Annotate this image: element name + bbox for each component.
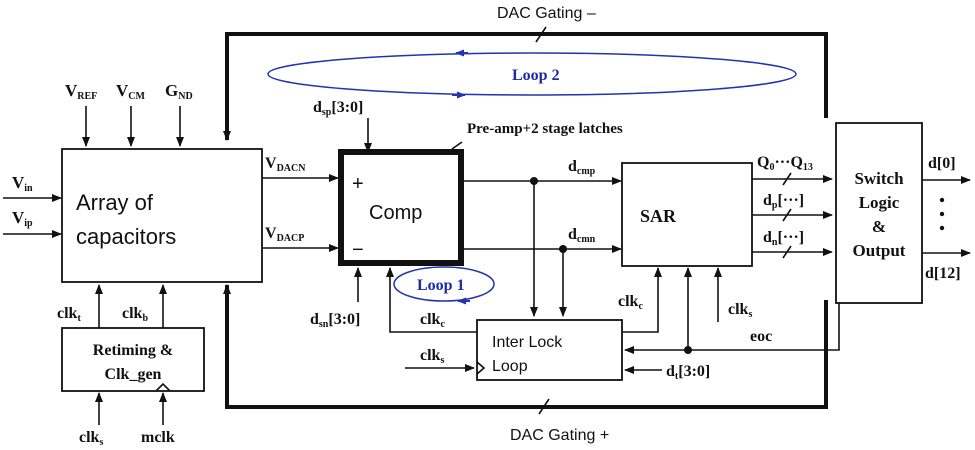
retiming-line1: Retiming &: [93, 342, 173, 359]
dac-gating-top-label: DAC Gating –: [497, 5, 596, 22]
loop-1-indicator: Loop 1: [393, 266, 495, 305]
dac-gating-bottom-label: DAC Gating +: [510, 427, 609, 444]
clkt-label: clkt: [57, 305, 81, 324]
dn-bus-label: dn[···]: [763, 229, 804, 248]
switch-line4: Output: [853, 241, 906, 260]
retiming-line2: Clk_gen: [105, 366, 162, 383]
dac-gating-bottom-path: [223, 284, 828, 415]
switch-logic-output-block: Switch Logic & Output: [835, 122, 923, 304]
clks-bottom-label: clks: [79, 429, 103, 448]
clks-interlock-wire: clks: [405, 347, 475, 372]
sar-output-buses: Q0···Q13 dp[···] dn[···]: [752, 154, 833, 259]
comparator-block: + − Comp Pre-amp+2 stage latches dsp[3:0…: [310, 99, 623, 330]
vdacp-label: VDACP: [265, 225, 304, 244]
vdacn-label: VDACN: [265, 155, 306, 174]
array-label-line1: Array of: [76, 190, 154, 215]
loop-2-indicator: Loop 2: [267, 49, 797, 99]
dsp-label: dsp[3:0]: [313, 99, 363, 118]
clkb-label: clkb: [122, 305, 148, 324]
vip-label: Vip: [12, 208, 33, 229]
gnd-label: GND: [165, 81, 193, 102]
comparator-output-wires: dcmp dcmn: [464, 158, 622, 317]
sar-label: SAR: [640, 206, 677, 226]
dsn-label: dsn[3:0]: [310, 311, 360, 330]
interlock-line1: Inter Lock: [492, 334, 563, 351]
vcm-label: VCM: [116, 81, 146, 102]
clks-interlock-label: clks: [420, 347, 444, 366]
mclk-label: mclk: [141, 429, 175, 446]
vin-label: Vin: [12, 173, 33, 194]
dt-label: dt[3:0]: [666, 363, 710, 382]
eoc-label: eoc: [750, 328, 772, 345]
clkc-sar-label: clkc: [618, 293, 643, 312]
switch-line1: Switch: [854, 169, 904, 188]
comp-note: Pre-amp+2 stage latches: [467, 121, 623, 137]
q-bus-label: Q0···Q13: [757, 154, 813, 173]
comp-plus: +: [352, 173, 364, 195]
sar-control-wires: clkc eoc clks dt[3:0]: [618, 267, 840, 382]
reference-inputs: VREF VCM GND: [65, 81, 193, 147]
inter-lock-loop-block: Inter Lock Loop: [476, 319, 623, 381]
dcmn-label: dcmn: [568, 226, 596, 245]
loop-2-label: Loop 2: [512, 67, 560, 84]
comp-minus: −: [352, 239, 364, 261]
dp-bus-label: dp[···]: [763, 192, 804, 211]
array-label-line2: capacitors: [76, 224, 176, 249]
retiming-clkgen-block: Retiming & Clk_gen clkt clkb clks mclk: [57, 284, 205, 448]
clks-sar-label: clks: [728, 301, 752, 320]
d12-label: d[12]: [925, 265, 961, 282]
analog-inputs: Vin Vip: [3, 173, 62, 238]
comp-label: Comp: [369, 202, 422, 224]
clkc-comparator-wire: clkc: [386, 267, 477, 333]
switch-line3: &: [872, 217, 886, 236]
dac-gating-top-path: [223, 26, 828, 141]
array-of-capacitors-block: Array of capacitors: [61, 148, 263, 283]
interlock-line2: Loop: [492, 358, 528, 375]
sar-block: SAR: [621, 162, 753, 267]
vref-label: VREF: [65, 81, 97, 102]
vdac-wires: VDACN VDACP: [262, 155, 339, 252]
digital-outputs: d[0] d[12]: [922, 155, 971, 282]
switch-line2: Logic: [859, 193, 900, 212]
dcmp-label: dcmp: [568, 158, 596, 177]
clkc-left-label: clkc: [420, 311, 445, 330]
d0-label: d[0]: [928, 155, 956, 172]
loop-1-label: Loop 1: [417, 277, 465, 294]
